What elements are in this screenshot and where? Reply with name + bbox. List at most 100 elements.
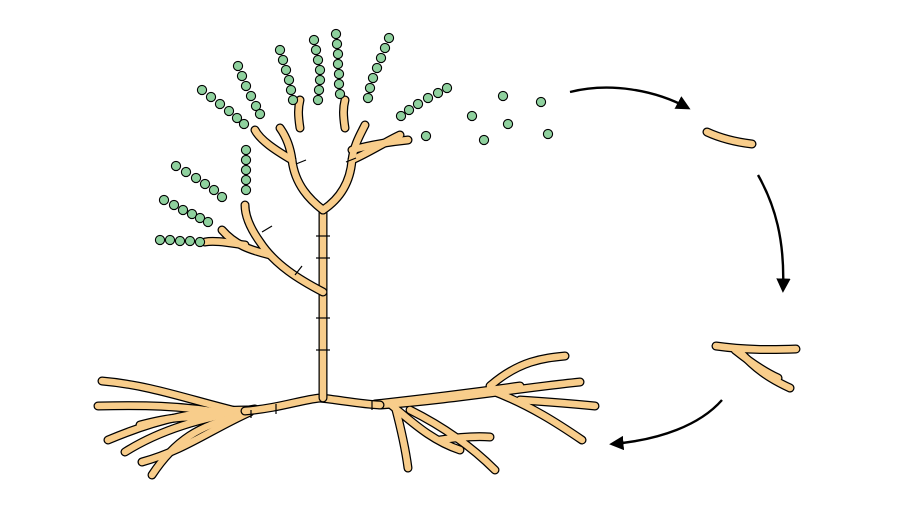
conidium	[254, 108, 266, 120]
conidium	[334, 88, 346, 100]
conidia-chain	[196, 84, 250, 130]
conidia-chain	[240, 144, 252, 196]
conidium	[240, 154, 252, 166]
hypha-septa	[250, 157, 373, 418]
mycelium-main-axis	[240, 393, 385, 416]
conidium	[308, 34, 320, 46]
conidia-chain	[170, 160, 228, 203]
mycelium	[93, 351, 600, 480]
conidium	[314, 74, 326, 86]
conidium	[478, 134, 490, 146]
conidia-chain	[154, 234, 206, 248]
conidium	[180, 166, 192, 178]
conidium	[422, 92, 434, 104]
conidium	[190, 172, 202, 184]
conidium	[245, 90, 257, 102]
conidium	[174, 235, 186, 247]
conidium	[497, 90, 509, 102]
conidium	[379, 42, 391, 54]
cycle-arrows	[569, 86, 791, 451]
conidium	[231, 112, 243, 124]
conidium	[441, 82, 453, 94]
conidium	[403, 104, 415, 116]
septum	[345, 157, 357, 163]
conidium	[240, 174, 252, 186]
conidia-chain	[308, 34, 326, 106]
conidium	[420, 130, 432, 142]
conidium	[274, 44, 286, 56]
conidium	[199, 178, 211, 190]
conidium	[330, 28, 342, 40]
conidium	[383, 32, 395, 44]
conidium	[214, 98, 226, 110]
conidium	[412, 98, 424, 110]
conidium	[240, 184, 252, 196]
conidium	[196, 84, 208, 96]
conidium	[364, 82, 376, 94]
mycelium-hypha-right	[370, 351, 600, 475]
conidium	[216, 191, 228, 203]
septum	[295, 159, 307, 165]
conidium	[202, 216, 214, 228]
conidium	[502, 118, 514, 130]
conidium	[466, 110, 478, 122]
conidia-chain	[232, 60, 266, 120]
branching-germ-tube	[711, 341, 801, 393]
conidium	[194, 212, 206, 224]
conidium	[280, 64, 292, 76]
conidium	[168, 199, 180, 211]
arrow-branching-to-mycelium	[609, 399, 723, 451]
septum	[294, 265, 303, 276]
conidium	[287, 94, 299, 106]
conidium	[332, 48, 344, 60]
conidium	[240, 80, 252, 92]
conidium	[164, 234, 176, 246]
mycelium-hypha-left	[93, 376, 260, 480]
conidium	[177, 204, 189, 216]
conidium	[205, 91, 217, 103]
conidia-chain	[362, 32, 395, 104]
conidium	[542, 128, 554, 140]
conidium	[332, 58, 344, 70]
conidium	[375, 52, 387, 64]
conidium	[184, 235, 196, 247]
arrow-germination-to-branching	[756, 174, 791, 293]
conidium	[333, 78, 345, 90]
conidium	[240, 144, 252, 156]
conidium	[313, 84, 325, 96]
conidium	[223, 105, 235, 117]
conidium	[283, 74, 295, 86]
germinating-conidium	[702, 127, 757, 149]
conidium	[250, 100, 262, 112]
conidia-chains	[154, 28, 453, 248]
conidium	[395, 110, 407, 122]
conidium	[232, 60, 244, 72]
conidium	[208, 184, 220, 196]
conidium	[158, 194, 170, 206]
conidium	[432, 87, 444, 99]
conidiophore	[200, 95, 413, 418]
conidium	[238, 118, 250, 130]
conidium	[371, 62, 383, 74]
conidium	[310, 44, 322, 56]
conidium	[277, 54, 289, 66]
conidia-chain	[274, 44, 299, 106]
conidium	[170, 160, 182, 172]
released-conidia	[420, 90, 554, 146]
conidium	[240, 164, 252, 176]
conidium	[236, 70, 248, 82]
conidium	[285, 84, 297, 96]
conidium	[367, 72, 379, 84]
conidium	[312, 54, 324, 66]
conidium	[535, 96, 547, 108]
conidia-chain	[158, 194, 214, 228]
conidium	[333, 68, 345, 80]
conidium	[186, 208, 198, 220]
conidium	[314, 64, 326, 76]
conidiophore-branches	[200, 95, 413, 297]
septum	[261, 225, 273, 233]
arrow-spores-to-germination	[569, 86, 691, 110]
conidium	[312, 94, 324, 106]
